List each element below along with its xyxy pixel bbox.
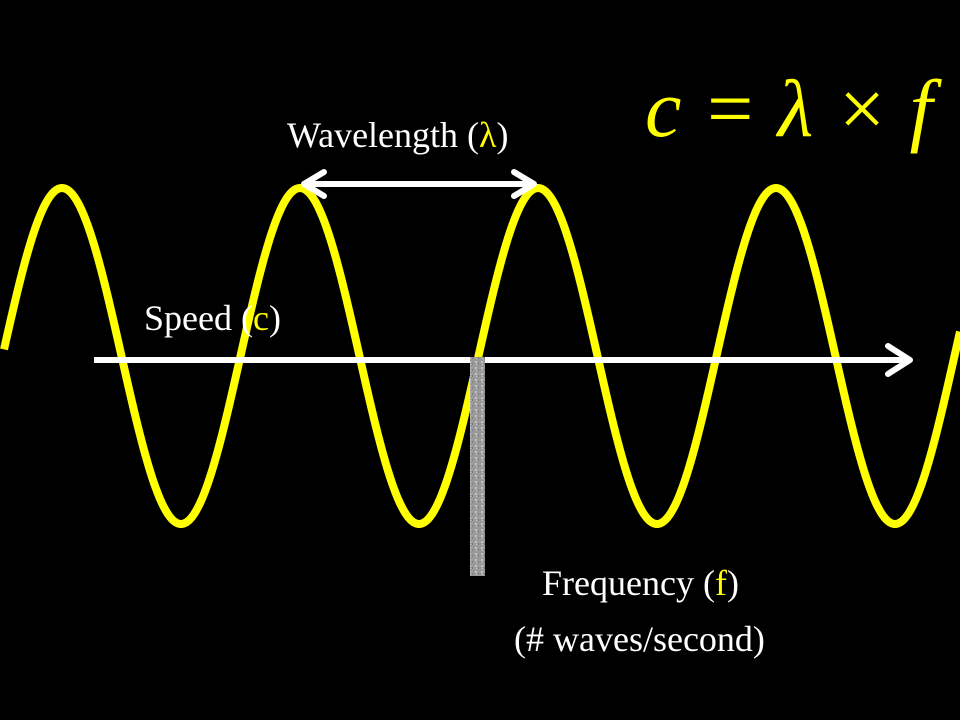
speed-label: Speed (c): [144, 298, 281, 338]
wavelength-symbol: λ: [479, 115, 497, 155]
formula: c = λ × f: [645, 63, 933, 154]
frequency-note: (# waves/second): [514, 619, 765, 659]
speed-symbol: c: [252, 298, 269, 338]
speed-arrow: [94, 343, 913, 377]
sine-wave: [0, 184, 960, 528]
wavelength-arrow: [301, 169, 537, 199]
frequency-symbol: f: [714, 563, 727, 603]
frequency-label: Frequency (f): [542, 563, 739, 603]
wavelength-label: Wavelength (λ): [287, 115, 509, 155]
frequency-marker: [470, 357, 485, 576]
